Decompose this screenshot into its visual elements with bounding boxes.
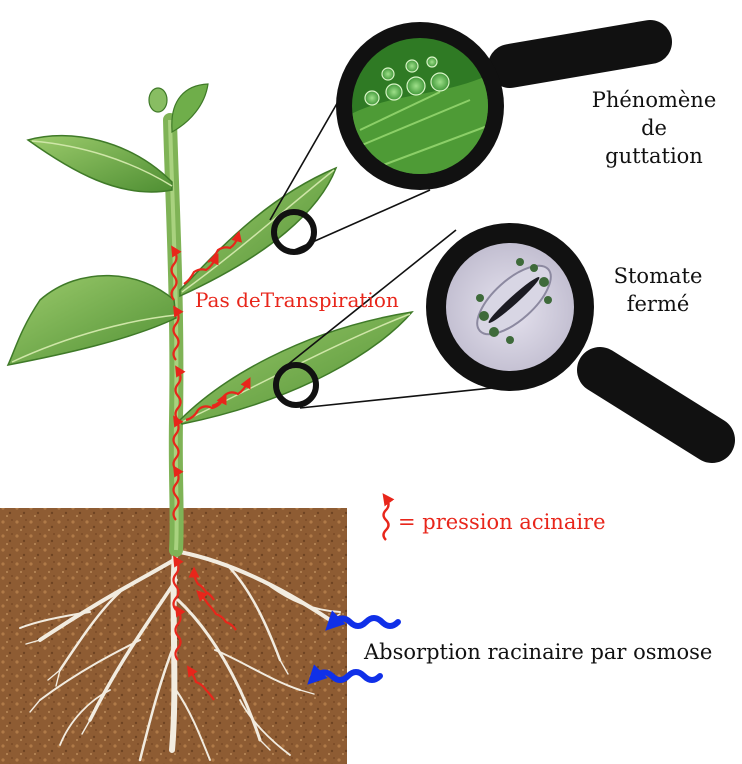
- water-absorption-arrows: [307, 610, 401, 685]
- legend-pressure-arrow-icon: [382, 493, 395, 541]
- guttation-label-line-3: guttation: [605, 144, 703, 168]
- guttation-target-ring: [271, 209, 317, 255]
- absorption-label: Absorption racinaire par osmose: [364, 640, 713, 664]
- legend-pressure-label: = pression acinaire: [398, 510, 606, 534]
- magnifying-glass-icon: [336, 20, 672, 190]
- magnifying-glass-icon: [426, 223, 735, 463]
- pressure-arrows: [170, 230, 251, 701]
- stomate-label: Stomate fermé: [600, 262, 716, 318]
- guttation-label: Phénomène de guttation: [584, 86, 724, 170]
- stomate-label-line-1: Stomate: [613, 264, 703, 288]
- guttation-label-line-2: de: [641, 116, 667, 140]
- no-transpiration-label: Pas deTranspiration: [195, 288, 399, 312]
- stomate-label-line-2: fermé: [626, 292, 690, 316]
- guttation-label-line-1: Phénomène: [591, 88, 717, 112]
- stomate-target-ring: [273, 362, 319, 408]
